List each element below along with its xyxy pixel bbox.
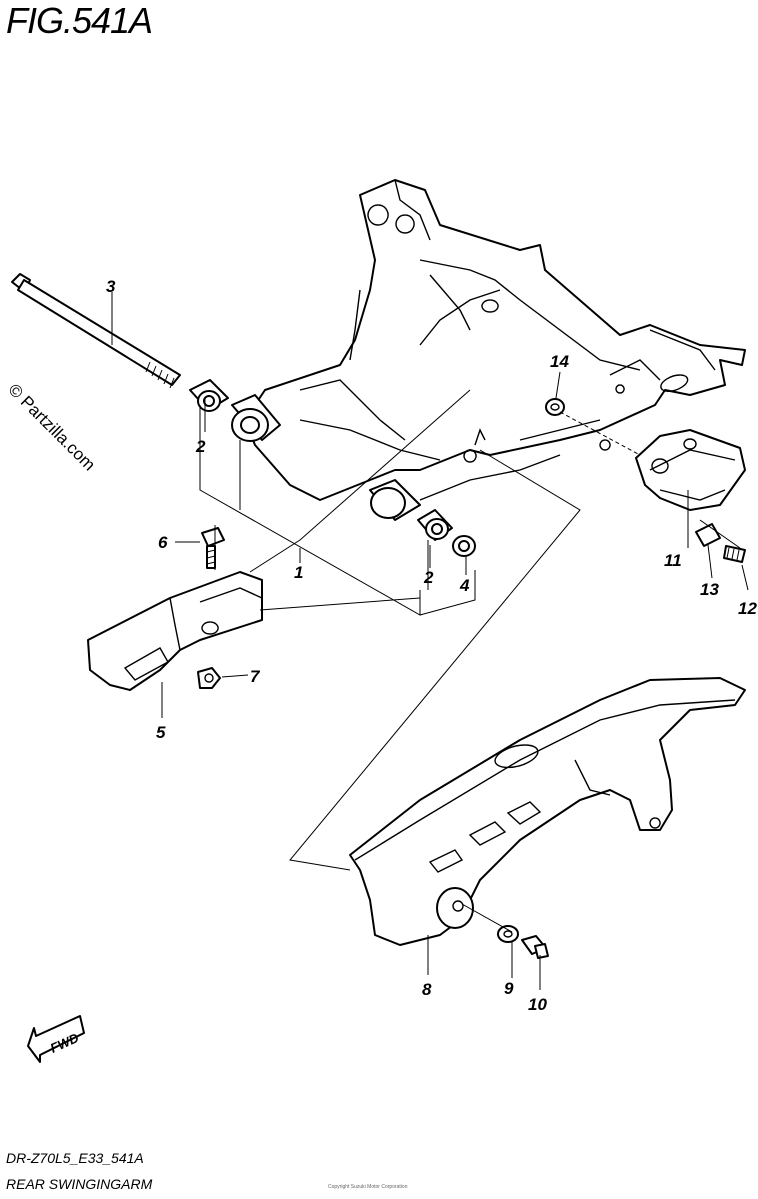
callout-6[interactable]: 6 — [158, 533, 168, 552]
callout-4[interactable]: 4 — [459, 576, 470, 595]
bolt-12[interactable] — [723, 545, 746, 563]
reference-lines — [199, 389, 741, 933]
nut-14[interactable] — [545, 398, 565, 416]
swingarm[interactable] — [231, 179, 746, 521]
diagram-name: REAR SWINGINGARM — [6, 1176, 153, 1192]
chain-case[interactable] — [349, 677, 746, 946]
callout-7[interactable]: 7 — [250, 667, 261, 686]
fwd-arrow-badge: FWD — [27, 1015, 85, 1063]
callout-8[interactable]: 8 — [422, 980, 432, 999]
bolt-6[interactable] — [201, 527, 225, 569]
nut-7[interactable] — [197, 667, 221, 689]
callout-2a[interactable]: 2 — [195, 437, 206, 456]
bushing-left[interactable] — [189, 379, 229, 412]
callout-2b[interactable]: 2 — [423, 568, 434, 587]
nut[interactable] — [452, 535, 476, 557]
copyright-note: Copyright Suzuki Motor Corporation — [328, 1184, 408, 1190]
callout-5[interactable]: 5 — [156, 723, 166, 742]
callout-13[interactable]: 13 — [700, 580, 719, 599]
callout-10[interactable]: 10 — [528, 995, 547, 1014]
callout-12[interactable]: 12 — [738, 599, 757, 618]
callout-14[interactable]: 14 — [550, 352, 569, 371]
callout-9[interactable]: 9 — [504, 979, 514, 998]
bushing-right[interactable] — [417, 509, 453, 541]
chain-slider[interactable] — [87, 571, 263, 691]
spacer-13[interactable] — [695, 523, 721, 547]
bolt-10[interactable] — [521, 935, 549, 959]
callout-1[interactable]: 1 — [294, 563, 303, 582]
callout-3[interactable]: 3 — [106, 277, 116, 296]
washer-9[interactable] — [497, 925, 519, 943]
figure-title: FIG.541A — [6, 0, 153, 41]
diagram-code: DR-Z70L5_E33_541A — [6, 1150, 144, 1166]
chain-guide[interactable] — [635, 429, 746, 511]
callout-11[interactable]: 11 — [664, 551, 682, 570]
callout-leaders — [111, 292, 749, 990]
pivot-bolt[interactable] — [11, 273, 181, 389]
